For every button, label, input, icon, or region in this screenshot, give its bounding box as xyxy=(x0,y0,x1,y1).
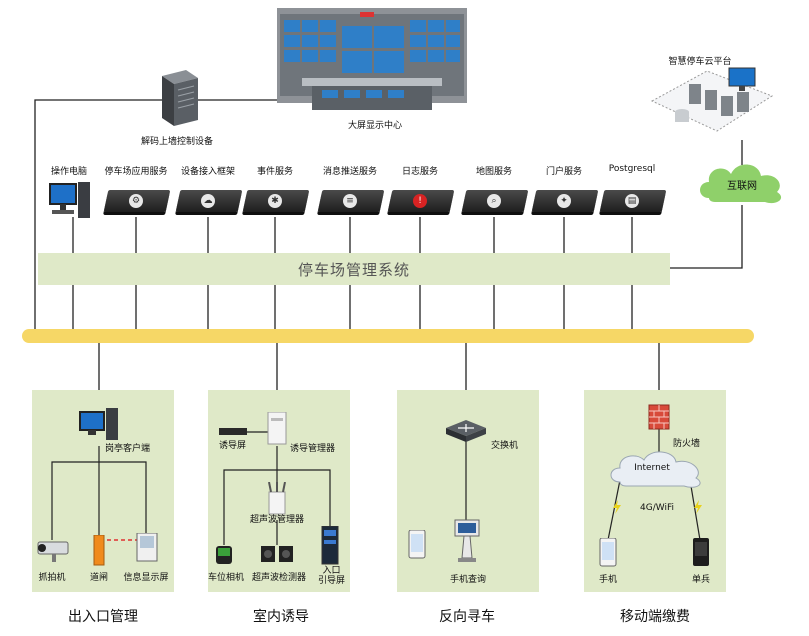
internet-mobile-label: Internet xyxy=(634,463,670,473)
phone-icon-mobile xyxy=(599,538,617,567)
info-display-label: 信息显示屏 xyxy=(123,573,169,583)
network-bus xyxy=(22,329,754,343)
barrier-gate-icon xyxy=(93,535,105,566)
barrier-gate-label: 道闸 xyxy=(89,573,109,583)
handheld-terminal-icon xyxy=(693,538,709,566)
section-title-mobile: 移动端缴费 xyxy=(620,609,690,625)
service-label-3: 事件服务 xyxy=(256,167,294,177)
single-soldier-label: 单兵 xyxy=(691,575,711,585)
entry-guide-screen-label: 入口 引导屏 xyxy=(318,566,346,586)
section-title-reverse: 反向寻车 xyxy=(439,609,495,625)
booth-client-label: 岗亭客户端 xyxy=(105,444,151,454)
guide-manager-label: 诱导管理器 xyxy=(290,444,336,454)
ultrasonic-manager-icon xyxy=(268,482,286,515)
booth-client-icon xyxy=(79,408,118,440)
cloud-platform-label: 智慧停车云平台 xyxy=(668,57,732,67)
space-camera-label: 车位相机 xyxy=(207,573,245,583)
space-camera-icon xyxy=(216,546,232,564)
service-label-1: 停车场应用服务 xyxy=(104,167,168,177)
internet-cloud-mobile-icon xyxy=(610,451,701,488)
section-title-indoor: 室内诱导 xyxy=(253,609,309,625)
phone-query-label: 手机查询 xyxy=(449,575,487,585)
network-switch-icon xyxy=(446,420,486,442)
service-label-4: 消息推送服务 xyxy=(322,167,378,177)
firewall-label: 防火墙 xyxy=(673,439,701,449)
internet-cloud-icon xyxy=(700,164,782,204)
capture-camera-icon xyxy=(37,541,69,562)
network-switch-label: 交换机 xyxy=(491,441,519,451)
ultrasonic-detector-label: 超声波检测器 xyxy=(251,573,307,583)
display-center-label: 大屏显示中心 xyxy=(347,121,403,131)
system-band-label: 停车场管理系统 xyxy=(297,261,411,279)
service-label-6: 地图服务 xyxy=(475,167,513,177)
lightning-icon-right xyxy=(694,500,702,514)
guide-manager-icon xyxy=(267,412,287,445)
entry-guide-screen-icon xyxy=(321,526,339,565)
phone-icon-query xyxy=(408,530,426,559)
service-label-8: Postgresql xyxy=(608,164,656,174)
control-device-label: 解码上墙控制设备 xyxy=(140,137,214,147)
control-device-icon xyxy=(162,70,198,126)
phone-label: 手机 xyxy=(598,575,618,585)
lightning-icon-left xyxy=(613,500,621,514)
service-label-7: 门户服务 xyxy=(545,167,583,177)
cloud-platform-icon xyxy=(650,67,774,132)
service-label-2: 设备接入框架 xyxy=(180,167,236,177)
section-title-entrance: 出入口管理 xyxy=(68,609,138,625)
ultrasonic-manager-label: 超声波管理器 xyxy=(249,515,305,525)
system-band xyxy=(38,253,670,285)
capture-camera-label: 抓拍机 xyxy=(38,573,66,583)
service-label-5: 日志服务 xyxy=(401,167,439,177)
computer-icon xyxy=(49,182,90,218)
internet-label: 互联网 xyxy=(727,181,757,192)
service-label-0: 操作电脑 xyxy=(50,167,88,177)
guide-screen-icon xyxy=(219,428,247,435)
ultrasonic-detector-icon xyxy=(261,546,293,562)
kiosk-icon xyxy=(454,519,480,562)
guide-screen-label: 诱导屏 xyxy=(219,441,247,451)
wireless-label: 4G/WiFi xyxy=(640,503,674,513)
firewall-icon xyxy=(648,404,670,430)
big-screen-icon xyxy=(277,8,467,110)
info-display-icon xyxy=(136,533,158,562)
